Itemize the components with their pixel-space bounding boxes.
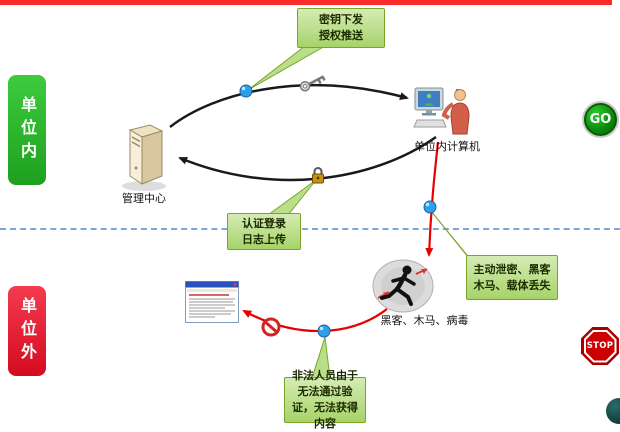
stop-sign: STOP xyxy=(581,327,619,365)
go-sign-label: GO xyxy=(589,112,612,127)
arrow-auth-upload xyxy=(178,135,437,182)
zone-label-outside: 单位外 xyxy=(8,286,46,376)
callout-auth-login: 认证登录 日志上传 xyxy=(227,213,301,250)
callout-text: 认证登录 日志上传 xyxy=(242,216,286,246)
zone-label-outside-text: 单位外 xyxy=(18,296,37,366)
padlock-icon xyxy=(310,165,326,185)
connection-dot-key xyxy=(239,84,253,98)
stop-sign-face: STOP xyxy=(585,331,615,361)
connection-dot-blocked xyxy=(317,324,331,338)
connection-dot-leak xyxy=(423,200,437,214)
server-tower-icon xyxy=(116,120,172,194)
callout-tail-auth-login xyxy=(266,179,317,216)
callout-text: 主动泄密、黑客木马、载体丢失 xyxy=(473,262,551,292)
computer-user-icon xyxy=(413,86,477,138)
callout-text: 密钥下发 授权推送 xyxy=(319,13,363,42)
callout-text: 非法人员由于无法通过验证，无法获得内容 xyxy=(292,369,358,430)
hacker-label: 黑客、木马、病毒 xyxy=(380,314,469,327)
callout-active-leak: 主动泄密、黑客木马、载体丢失 xyxy=(466,255,558,300)
key-icon xyxy=(296,68,330,96)
no-entry-icon xyxy=(261,317,281,337)
zone-label-inside: 单位内 xyxy=(8,75,46,185)
callout-key-distribution: 密钥下发 授权推送 xyxy=(297,8,385,48)
stop-sign-label: STOP xyxy=(586,341,614,351)
arrow-key-push xyxy=(169,84,409,128)
stop-sign-border: STOP xyxy=(583,329,617,363)
document-window-icon xyxy=(185,281,239,323)
zone-divider-line xyxy=(0,228,620,230)
top-red-bar xyxy=(0,0,612,5)
zone-label-inside-text: 单位内 xyxy=(18,95,37,165)
arrow-leak-out xyxy=(425,141,440,257)
callout-illegal-user: 非法人员由于无法通过验证，无法获得内容 xyxy=(284,369,366,430)
inside-computer-label: 单位内计算机 xyxy=(414,140,480,153)
hacker-runner-icon xyxy=(370,258,436,314)
management-center-label: 管理中心 xyxy=(122,192,166,205)
corner-decoration-circle xyxy=(606,398,620,424)
go-sign: GO xyxy=(584,103,617,136)
